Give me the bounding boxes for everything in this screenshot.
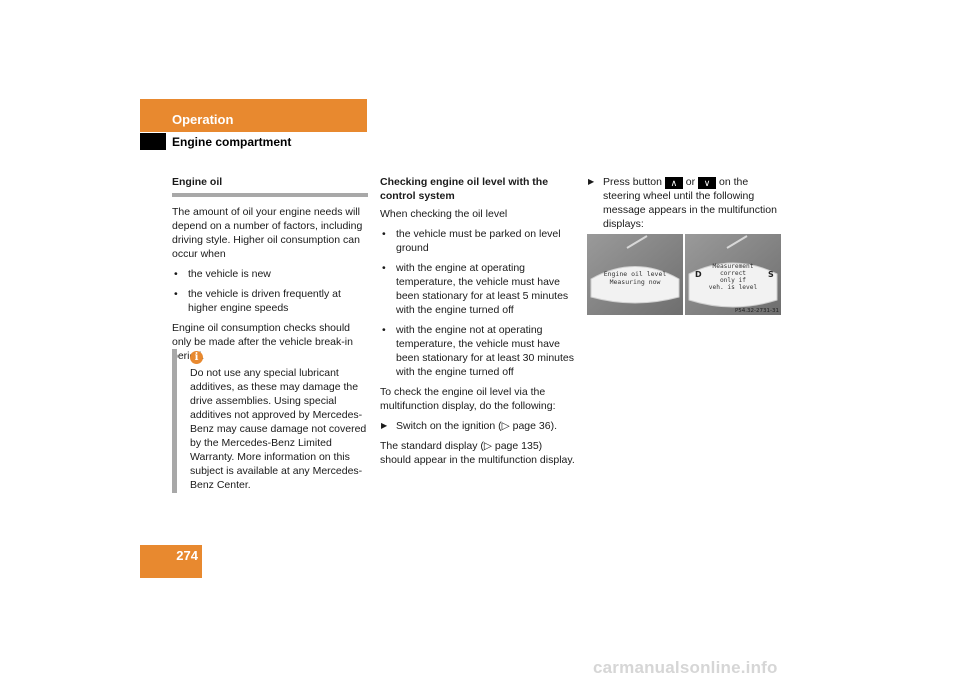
image-code: P54.32-2731-31	[735, 308, 779, 314]
list-item: •the vehicle must be parked on level gro…	[382, 228, 561, 254]
paragraph: When checking the oil level	[380, 208, 508, 220]
display-gear-s: S	[768, 270, 774, 279]
column-press-button: ▶ Press button ∧ or ∨ on the steering wh…	[587, 175, 783, 237]
paragraph: The standard display (▷ page 135) should…	[380, 440, 575, 466]
column-engine-oil: Engine oil The amount of oil your engine…	[172, 175, 368, 369]
paragraph: The amount of oil your engine needs will…	[172, 206, 363, 260]
list-item: •with the engine not at operating temper…	[382, 324, 575, 378]
heading-engine-oil: Engine oil	[172, 176, 223, 188]
paragraph: To check the engine oil level via the mu…	[380, 386, 556, 412]
header-tab	[140, 133, 166, 150]
step-arrow-icon: ▶	[588, 177, 595, 186]
page-number-box	[140, 545, 202, 578]
display-gear-d: D	[695, 270, 702, 279]
header-bar	[140, 99, 367, 132]
display-left-line1: Engine oil level	[604, 270, 667, 278]
info-box: i Do not use any special lubricant addit…	[172, 349, 368, 493]
list-item: •the vehicle is new	[174, 268, 271, 280]
display-left-line2: Measuring now	[610, 278, 661, 286]
multifunction-display-image: Engine oil level Measuring now Measureme…	[587, 234, 781, 315]
list-item: •with the engine at operating temperatur…	[382, 262, 569, 316]
heading-checking-oil: Checking engine oil level with the contr…	[380, 176, 549, 202]
up-button-icon: ∧	[664, 177, 683, 189]
paragraph: Engine oil consumption checks should onl…	[172, 322, 353, 362]
info-text: Do not use any special lubricant additiv…	[190, 367, 367, 491]
info-icon: i	[190, 351, 203, 364]
page-number: 274	[176, 548, 198, 563]
display-right-line3: only if	[720, 277, 746, 284]
watermark: carmanualsonline.info	[593, 658, 778, 677]
subsection-title: Engine compartment	[172, 135, 292, 149]
section-title: Operation	[172, 112, 234, 127]
step-item: ▶ Press button ∧ or ∨ on the steering wh…	[588, 176, 777, 230]
step-arrow-icon: ▶	[381, 421, 388, 430]
down-button-icon: ∨	[698, 177, 717, 189]
column-checking-oil: Checking engine oil level with the contr…	[380, 175, 576, 473]
display-right-line4: veh. is level	[709, 284, 758, 291]
display-right-line2: correct	[720, 270, 746, 277]
display-right-line1: Measurement	[713, 263, 754, 270]
list-item: •the vehicle is driven frequently at hig…	[174, 288, 341, 314]
step-item: ▶Switch on the ignition (▷ page 36).	[381, 420, 558, 432]
heading-rule	[172, 193, 368, 197]
